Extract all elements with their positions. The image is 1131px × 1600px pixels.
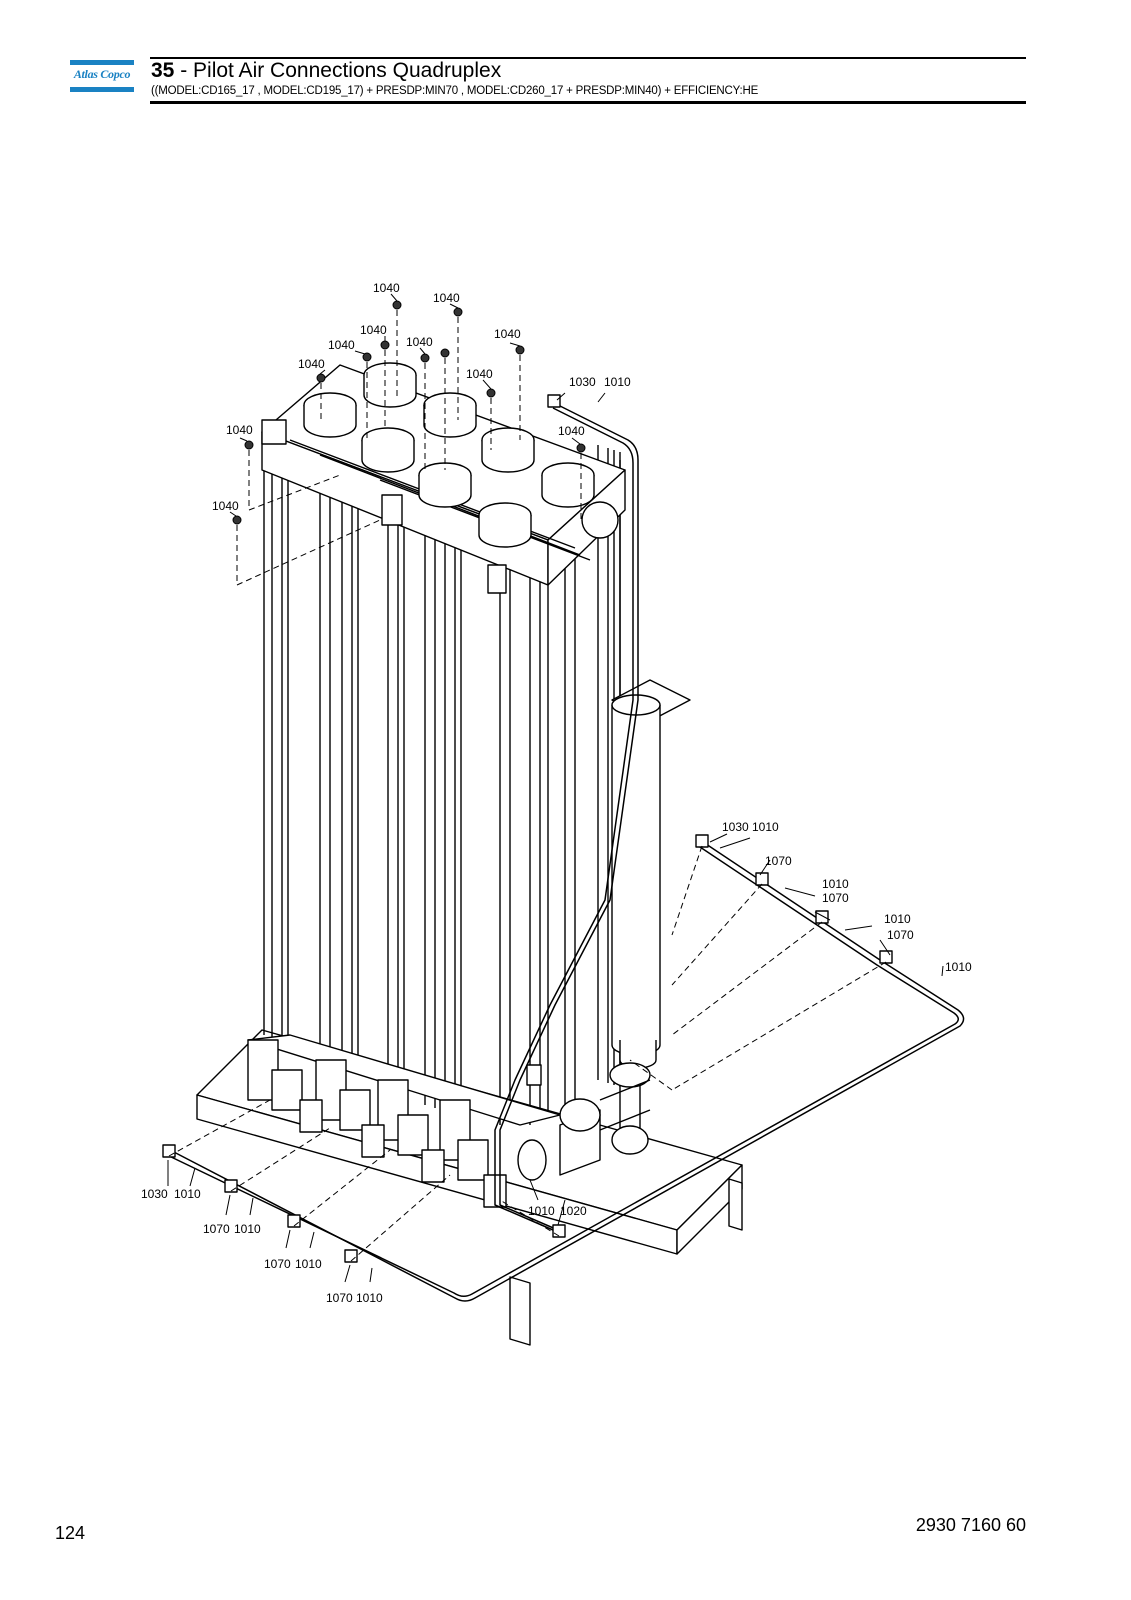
callout-label: 1030 <box>569 375 596 389</box>
callout-leaders <box>167 293 944 1283</box>
callout-label: 1070 <box>887 928 914 942</box>
callout-label: 1030 <box>722 820 749 834</box>
callout-label: 1070 <box>822 891 849 905</box>
callout-label: 1040 <box>433 291 460 305</box>
callout-label: 1040 <box>226 423 253 437</box>
callout-label: 1040 <box>373 281 400 295</box>
callout-label: 1070 <box>326 1291 353 1305</box>
callout-label: 1010 <box>295 1257 322 1271</box>
logo-bar-bottom <box>70 87 134 92</box>
callout-label: 1010 <box>356 1291 383 1305</box>
document-number: 2930 7160 60 <box>915 1515 1026 1535</box>
callout-label: 1010 <box>822 877 849 891</box>
callout-label: 1010 <box>752 820 779 834</box>
callout-label: 1010 <box>234 1222 261 1236</box>
callout-label: 1040 <box>298 357 325 371</box>
callout-label: 1020 <box>560 1204 587 1218</box>
callout-label: 1040 <box>328 338 355 352</box>
page-number: 124 <box>55 1523 86 1543</box>
bottom-manifold <box>247 1034 601 1208</box>
callout-label: 1070 <box>765 854 792 868</box>
callout-label: 1010 <box>945 960 972 974</box>
callout-label: 1040 <box>494 327 521 341</box>
callout-label: 1010 <box>528 1204 555 1218</box>
callout-labels: 1040 1040 1040 1040 1040 1040 1040 1040 … <box>141 281 972 1305</box>
page-title: 35 - Pilot Air Connections Quadruplex <box>151 59 501 83</box>
callout-label: 1070 <box>264 1257 291 1271</box>
header-rule-top <box>150 57 1026 59</box>
separator-vessel <box>559 679 691 1155</box>
logo-bar-top <box>70 60 134 65</box>
callout-label: 1010 <box>604 375 631 389</box>
atlas-copco-logo: Atlas Copco <box>70 60 134 94</box>
callout-label: 1040 <box>360 323 387 337</box>
section-number: 35 <box>151 59 175 82</box>
model-applicability: ((MODEL:CD165_17 , MODEL:CD195_17) + PRE… <box>151 85 759 97</box>
callout-label: 1030 <box>141 1187 168 1201</box>
filter-columns <box>263 445 621 1125</box>
callout-label: 1010 <box>884 912 911 926</box>
header-rule-bottom <box>150 101 1026 104</box>
section-title: Pilot Air Connections Quadruplex <box>193 59 502 82</box>
callout-label: 1040 <box>558 424 585 438</box>
callout-label: 1040 <box>406 335 433 349</box>
callout-label: 1070 <box>203 1222 230 1236</box>
callout-label: 1040 <box>466 367 493 381</box>
pilot-air-tubing <box>166 404 965 1302</box>
callout-label: 1010 <box>174 1187 201 1201</box>
title-separator: - <box>174 59 194 82</box>
logo-wordmark: Atlas Copco <box>73 67 131 81</box>
assembly-lines <box>168 310 887 1262</box>
callout-label: 1040 <box>212 499 239 513</box>
